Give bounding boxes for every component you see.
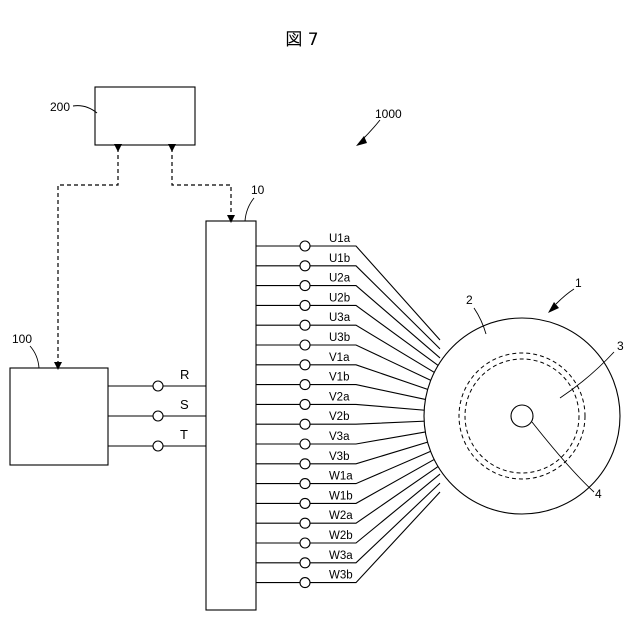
- input-terminal-t: T: [108, 427, 206, 451]
- output-terminal-label: U2a: [329, 273, 351, 285]
- output-terminal-node: [300, 281, 310, 291]
- output-terminal-node: [300, 459, 310, 469]
- output-terminal-node: [300, 498, 310, 508]
- input-terminal-r: R: [108, 367, 206, 391]
- terminal-box: [206, 221, 256, 610]
- power-converter-label: 100: [12, 332, 32, 346]
- output-terminal-label: U3b: [329, 332, 350, 344]
- output-terminal-label: V3a: [329, 431, 350, 443]
- output-terminal-label: V2a: [329, 391, 350, 403]
- motor-label-arrowhead: [548, 302, 559, 313]
- output-terminal-node: [300, 300, 310, 310]
- output-terminal-node: [300, 320, 310, 330]
- input-terminal-s: S: [108, 397, 206, 421]
- output-terminal-node: [300, 439, 310, 449]
- controller-box: [95, 87, 195, 145]
- output-terminal-label: W2a: [329, 510, 353, 522]
- comm-link-controller-to-terminal-box: [172, 148, 231, 219]
- stator-label: 2: [466, 293, 473, 307]
- input-terminal-label: T: [180, 427, 188, 442]
- output-terminal-label: V2b: [329, 411, 349, 423]
- terminal-box-label: 10: [251, 183, 265, 197]
- motor-label: 1: [575, 276, 582, 290]
- output-terminal-node: [300, 538, 310, 548]
- input-terminal-group: R S T: [108, 367, 206, 451]
- output-terminal-label: W1a: [329, 471, 353, 483]
- output-terminal-label: U2b: [329, 292, 350, 304]
- output-terminal-node: [300, 340, 310, 350]
- rotor-label: 3: [617, 339, 624, 353]
- output-terminal-label: W2b: [329, 530, 353, 542]
- system-label: 1000: [375, 107, 402, 121]
- input-terminal-label: R: [180, 367, 189, 382]
- terminal-box-label-leader: [245, 198, 254, 221]
- output-terminal-node: [300, 419, 310, 429]
- output-terminal-label: W3b: [329, 570, 353, 582]
- input-terminal-label: S: [180, 397, 189, 412]
- system-label-leader: [362, 120, 380, 140]
- output-terminal-node: [300, 241, 310, 251]
- output-terminal-node: [300, 558, 310, 568]
- output-terminal-node: [300, 380, 310, 390]
- output-terminal-label: U3a: [329, 312, 351, 324]
- output-terminal-label: W3a: [329, 550, 353, 562]
- output-terminal-label: V1a: [329, 352, 350, 364]
- power-converter-label-leader: [30, 346, 39, 368]
- power-converter-box: [10, 368, 108, 465]
- output-terminal-label: U1a: [329, 233, 351, 245]
- output-terminal: V3a: [256, 429, 440, 449]
- output-terminal-label: U1b: [329, 253, 350, 265]
- output-terminal-node: [300, 261, 310, 271]
- output-terminal-node: [300, 578, 310, 588]
- output-terminal-node: [300, 360, 310, 370]
- output-terminal-node: [300, 399, 310, 409]
- output-terminal-group: U1aU1bU2aU2bU3aU3bV1aV1bV2aV2bV3aV3bW1aW…: [256, 233, 440, 588]
- output-terminal: V2b: [256, 411, 440, 429]
- output-terminal-label: W1b: [329, 490, 353, 502]
- output-terminal-node: [300, 518, 310, 528]
- system-label-arrowhead: [356, 136, 367, 146]
- motor-label-leader: [556, 289, 574, 304]
- output-terminal-label: V3b: [329, 451, 349, 463]
- motor: [424, 318, 620, 514]
- output-terminal-label: V1b: [329, 372, 349, 384]
- controller-label-leader: [73, 106, 97, 113]
- controller-label: 200: [50, 100, 70, 114]
- shaft-circle: [511, 405, 533, 427]
- figure-title: 図 7: [285, 30, 318, 50]
- output-terminal: V2a: [256, 391, 440, 411]
- output-terminal-node: [300, 479, 310, 489]
- shaft-label: 4: [595, 487, 602, 501]
- comm-link-controller-to-converter: [58, 148, 118, 366]
